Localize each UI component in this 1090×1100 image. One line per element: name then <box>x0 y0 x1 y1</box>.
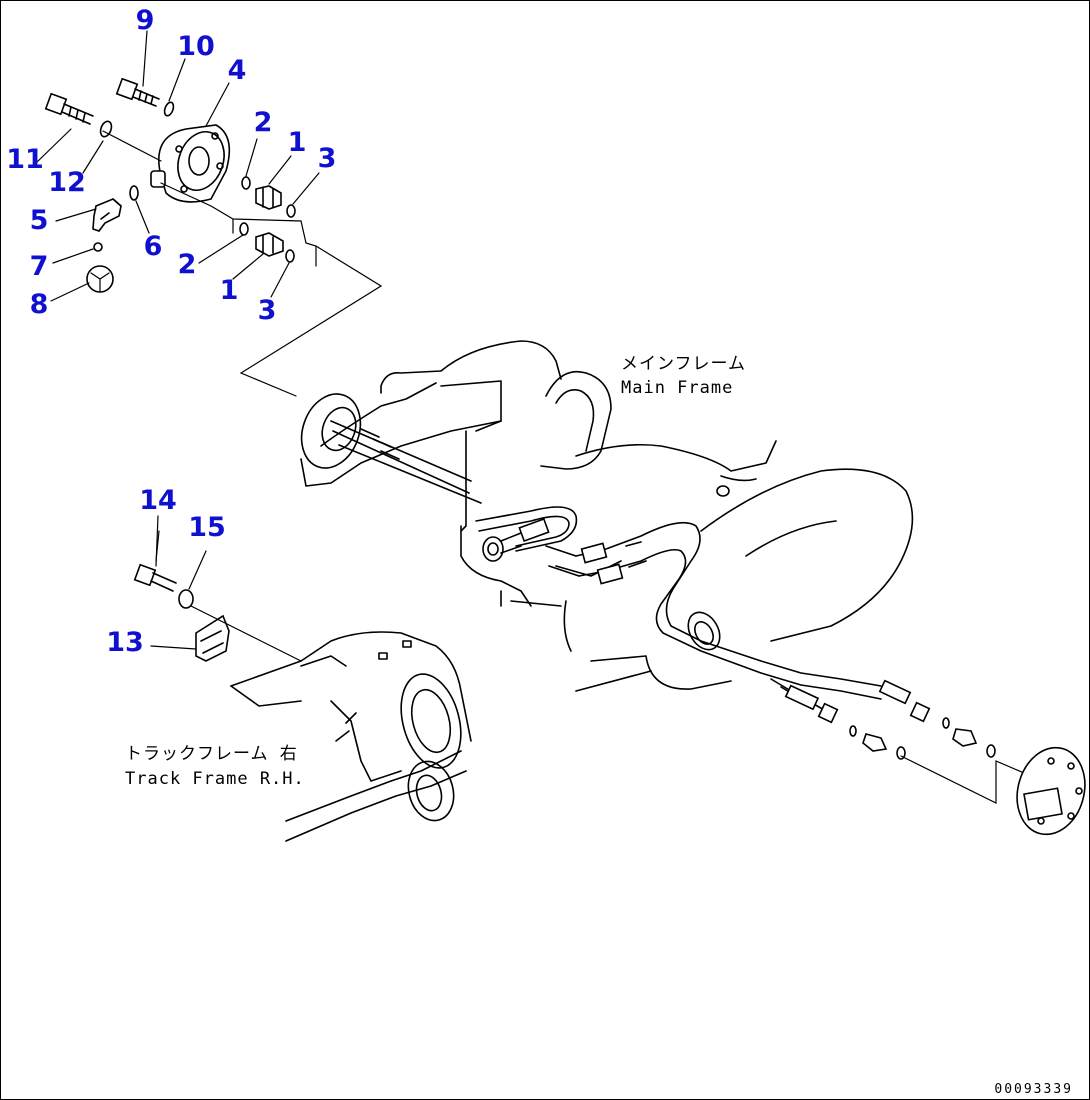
main-frame-label-en: Main Frame <box>621 378 733 398</box>
bracket-part-13 <box>195 614 230 662</box>
washer-part-12 <box>99 120 113 138</box>
callout-13: 13 <box>106 627 144 658</box>
component-labels: メインフレーム Main Frame トラックフレーム 右 Track Fram… <box>125 354 1073 1097</box>
upper-fitting-group <box>44 77 383 397</box>
flange-part-4 <box>150 124 231 203</box>
o-ring-part-2-lower <box>239 222 249 236</box>
callout-1-lower: 1 <box>220 275 239 306</box>
callout-15: 15 <box>188 512 226 543</box>
callout-6: 6 <box>144 231 163 262</box>
o-ring-part-3-lower <box>285 249 295 263</box>
o-ring-part-6 <box>129 185 139 201</box>
track-frame-label-jp: トラックフレーム 右 <box>125 744 298 764</box>
main-frame-drawing <box>300 340 914 692</box>
callout-4: 4 <box>228 55 247 86</box>
lower-leader-lines <box>150 515 207 650</box>
callout-2-lower: 2 <box>178 249 197 280</box>
o-ring-part-7 <box>93 242 103 252</box>
washer-part-15 <box>178 589 194 609</box>
connector-part-1-lower <box>255 232 284 257</box>
upper-leader-lines <box>35 30 320 302</box>
callout-2-upper: 2 <box>254 107 273 138</box>
callout-10: 10 <box>177 31 215 62</box>
callout-14: 14 <box>139 485 177 516</box>
lower-bracket-group <box>133 530 302 662</box>
callout-8: 8 <box>30 289 49 320</box>
hydraulic-hoses <box>475 506 1086 836</box>
drawing-code: 00093339 <box>994 1082 1073 1097</box>
callout-11: 11 <box>6 144 44 175</box>
bolt-part-9 <box>115 77 160 107</box>
callout-12: 12 <box>48 167 86 198</box>
callout-numbers: 9 10 4 11 12 2 1 3 5 6 2 1 7 3 8 14 15 1… <box>6 5 336 658</box>
callout-1-upper: 1 <box>288 127 307 158</box>
o-ring-part-2-upper <box>241 176 251 190</box>
main-frame-label-jp: メインフレーム <box>621 354 746 374</box>
o-ring-part-3-upper <box>286 204 296 218</box>
washer-part-10 <box>163 101 175 117</box>
bolt-part-11 <box>44 92 94 125</box>
track-frame-label-en: Track Frame R.H. <box>125 769 305 789</box>
callout-3-upper: 3 <box>318 143 337 174</box>
callout-7: 7 <box>30 251 49 282</box>
connector-part-1-upper <box>255 185 282 210</box>
bolt-part-14 <box>133 563 177 592</box>
callout-9: 9 <box>136 5 155 36</box>
track-frame-drawing <box>230 631 472 842</box>
callout-3-lower: 3 <box>258 295 277 326</box>
callout-5: 5 <box>30 205 49 236</box>
elbow-part-5 <box>92 198 122 232</box>
